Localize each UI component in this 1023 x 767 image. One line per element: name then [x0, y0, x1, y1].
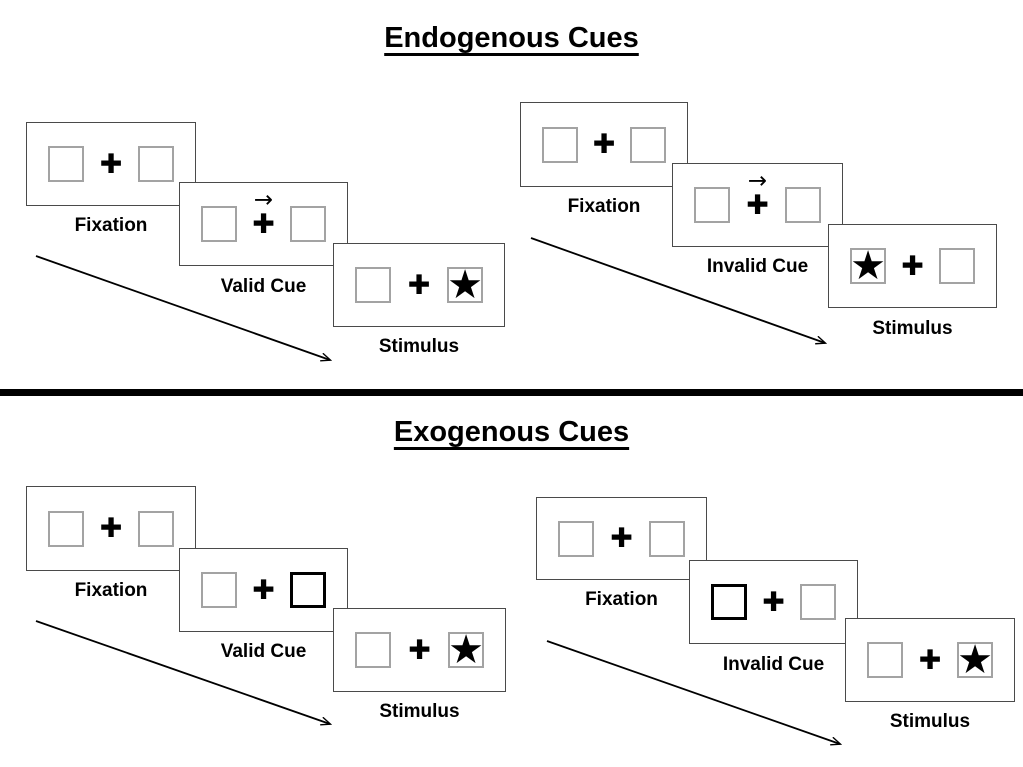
- left-placeholder-box: [48, 510, 84, 547]
- right-placeholder-box: [939, 248, 975, 284]
- left-placeholder-box: [201, 206, 237, 242]
- right-target-box: ★: [447, 262, 483, 308]
- fixation-cross-wrap: ✚: [919, 647, 942, 674]
- fixation-cross-wrap: ✚: [610, 525, 633, 552]
- fixation-cross-icon: ✚: [901, 250, 924, 282]
- fixation-cross-wrap: ✚: [408, 272, 431, 299]
- fixation-cross-icon: ✚: [610, 523, 633, 554]
- fixation-cross-icon: ✚: [408, 634, 431, 666]
- fixation-cross-icon: ✚: [252, 208, 275, 240]
- fixation-cross-wrap: ✚: [901, 253, 924, 280]
- left-placeholder-box: [694, 187, 730, 223]
- panel-endo-invalid-cue: → ✚: [672, 163, 843, 247]
- time-arrow-endogenous-invalid: [530, 237, 825, 343]
- panel-exo-invalid-fixation: ✚: [536, 497, 707, 580]
- left-placeholder-box: [48, 146, 84, 182]
- panel-endo-valid-stimulus: ✚ ★: [333, 243, 505, 327]
- panel-label: Fixation: [585, 589, 658, 610]
- panel-endo-invalid-fixation: ✚: [520, 102, 688, 187]
- panel-exo-valid-fixation: ✚: [26, 486, 196, 571]
- right-placeholder-box: [630, 126, 666, 163]
- panel-label: Stimulus: [889, 711, 971, 732]
- panel-exo-invalid-stimulus: ✚ ★: [845, 618, 1015, 702]
- left-placeholder-box: [558, 520, 594, 557]
- right-highlighted-cue-box: [290, 572, 326, 608]
- star-icon: ★: [448, 627, 484, 673]
- panel-label: Invalid Cue: [722, 654, 825, 675]
- right-placeholder-box: [785, 187, 821, 223]
- fixation-cross-icon: ✚: [407, 269, 431, 301]
- star-icon: ★: [447, 262, 483, 308]
- fixation-cross-wrap: ✚: [100, 515, 123, 542]
- panel-label: Invalid Cue: [706, 256, 809, 277]
- fixation-cross-icon: ✚: [918, 644, 942, 676]
- fixation-cross-wrap: ✚: [762, 589, 785, 616]
- fixation-cross-wrap: ✚: [408, 637, 431, 664]
- fixation-cross-wrap: → ✚: [252, 188, 275, 240]
- right-target-box: ★: [957, 637, 993, 683]
- section-title-exogenous-text: Exogenous Cues: [393, 416, 630, 448]
- section-title-exogenous: Exogenous Cues: [0, 416, 1023, 449]
- fixation-cross-icon: ✚: [99, 148, 123, 180]
- right-target-box: ★: [448, 627, 484, 673]
- panel-label: Fixation: [74, 580, 148, 601]
- left-placeholder-box: [355, 632, 391, 668]
- left-highlighted-cue-box: [711, 584, 747, 620]
- fixation-cross-icon: ✚: [252, 574, 275, 606]
- panel-label: Fixation: [567, 196, 641, 217]
- fixation-cross-wrap: ✚: [593, 131, 616, 158]
- panel-label: Stimulus: [872, 318, 953, 339]
- panel-label: Fixation: [74, 215, 148, 236]
- fixation-cross-wrap: → ✚: [746, 169, 769, 221]
- section-title-endogenous-text: Endogenous Cues: [384, 22, 639, 54]
- fixation-cross-icon: ✚: [746, 189, 769, 221]
- fixation-cross-icon: ✚: [762, 586, 785, 618]
- cue-arrow-right-icon: →: [747, 167, 768, 194]
- right-placeholder-box: [290, 206, 326, 242]
- fixation-cross-wrap: ✚: [252, 577, 275, 604]
- panel-exo-valid-stimulus: ✚ ★: [333, 608, 506, 692]
- left-placeholder-box: [867, 642, 903, 678]
- section-title-endogenous: Endogenous Cues: [0, 22, 1023, 55]
- time-arrow-exogenous-valid: [35, 620, 330, 724]
- right-placeholder-box: [649, 520, 685, 557]
- panel-label: Valid Cue: [220, 276, 307, 297]
- left-placeholder-box: [542, 126, 578, 163]
- panel-label: Stimulus: [378, 336, 460, 357]
- right-placeholder-box: [138, 510, 174, 547]
- left-target-box: ★: [850, 243, 886, 289]
- panel-label: Valid Cue: [220, 641, 307, 662]
- left-placeholder-box: [201, 572, 237, 608]
- cue-arrow-right-icon: →: [253, 186, 274, 213]
- panel-exo-valid-cue: ✚: [179, 548, 348, 632]
- panel-exo-invalid-cue: ✚: [689, 560, 858, 644]
- panel-endo-valid-cue: → ✚: [179, 182, 348, 266]
- star-icon: ★: [957, 637, 993, 683]
- star-icon: ★: [850, 243, 886, 289]
- fixation-cross-icon: ✚: [99, 513, 123, 544]
- panel-endo-valid-fixation: ✚: [26, 122, 196, 206]
- right-placeholder-box: [138, 146, 174, 182]
- section-divider: [0, 389, 1023, 396]
- panel-endo-invalid-stimulus: ★ ✚: [828, 224, 997, 308]
- left-placeholder-box: [355, 267, 391, 303]
- fixation-cross-wrap: ✚: [100, 151, 123, 178]
- time-arrow-endogenous-valid: [35, 255, 330, 360]
- panel-label: Stimulus: [379, 701, 460, 722]
- fixation-cross-icon: ✚: [592, 129, 616, 160]
- right-placeholder-box: [800, 584, 836, 620]
